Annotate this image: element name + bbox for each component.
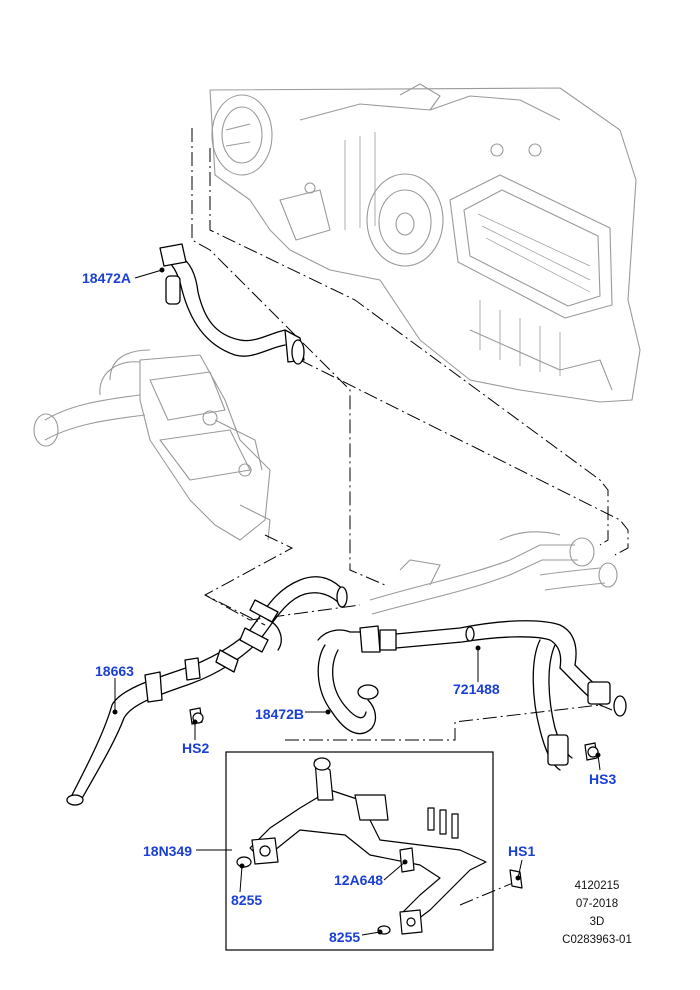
callout-18472a: 18472A	[82, 270, 132, 286]
callout-hs1: HS1	[508, 843, 536, 859]
heater-core-pipes-illustration	[369, 531, 618, 615]
hvac-unit-illustration	[209, 83, 641, 403]
callout-18663: 18663	[95, 663, 134, 679]
engine-component-illustration	[33, 349, 271, 541]
callout-721488: 721488	[453, 681, 500, 697]
callout-hs3: HS3	[589, 771, 617, 787]
reference-date: 07-2018	[575, 898, 619, 910]
callout-18472b: 18472B	[255, 706, 305, 722]
fasteners	[189, 707, 599, 761]
callout-hs2: HS2	[182, 740, 210, 756]
pipe-assembly-18n349-part	[236, 757, 523, 935]
reference-number: 4120215	[574, 880, 620, 892]
assembly-guide-lines	[191, 128, 629, 906]
leader-lines	[112, 267, 601, 936]
callout-8255-upper: 8255	[231, 892, 263, 908]
hose-18472b-part	[317, 625, 397, 735]
view-type: 3D	[589, 916, 605, 928]
hose-18472a-part	[159, 243, 305, 365]
callout-18n349: 18N349	[143, 843, 193, 859]
callout-12a648: 12A648	[334, 872, 384, 888]
pipe-721488-part	[395, 620, 627, 771]
illustration-code: C0283963-01	[562, 934, 632, 946]
detail-inset-frame	[225, 751, 494, 951]
callout-8255-lower: 8255	[329, 929, 361, 945]
hose-18663-part	[66, 576, 348, 806]
